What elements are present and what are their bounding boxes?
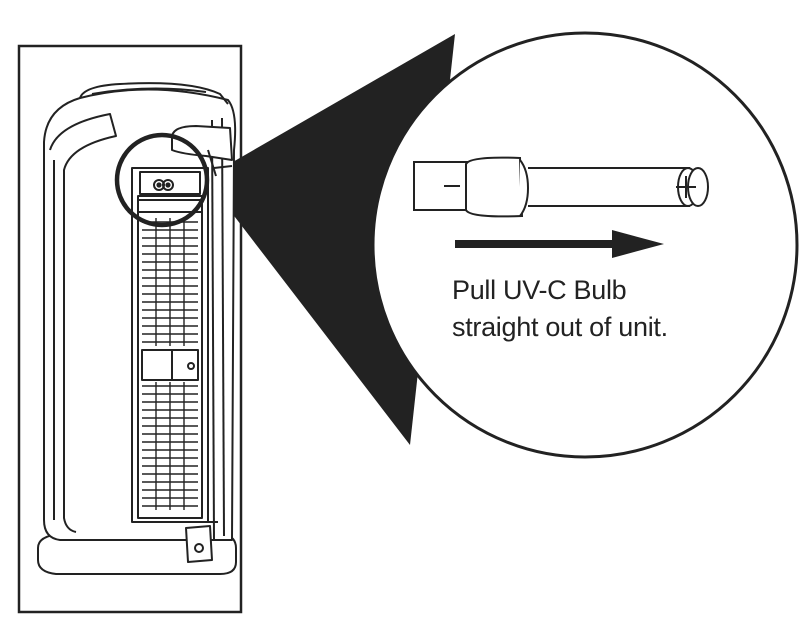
instruction-line-1: Pull UV-C Bulb <box>452 272 752 309</box>
instruction-line-2: straight out of unit. <box>452 309 752 346</box>
air-purifier-illustration <box>38 83 236 574</box>
instruction-caption: Pull UV-C Bulb straight out of unit. <box>452 272 752 346</box>
